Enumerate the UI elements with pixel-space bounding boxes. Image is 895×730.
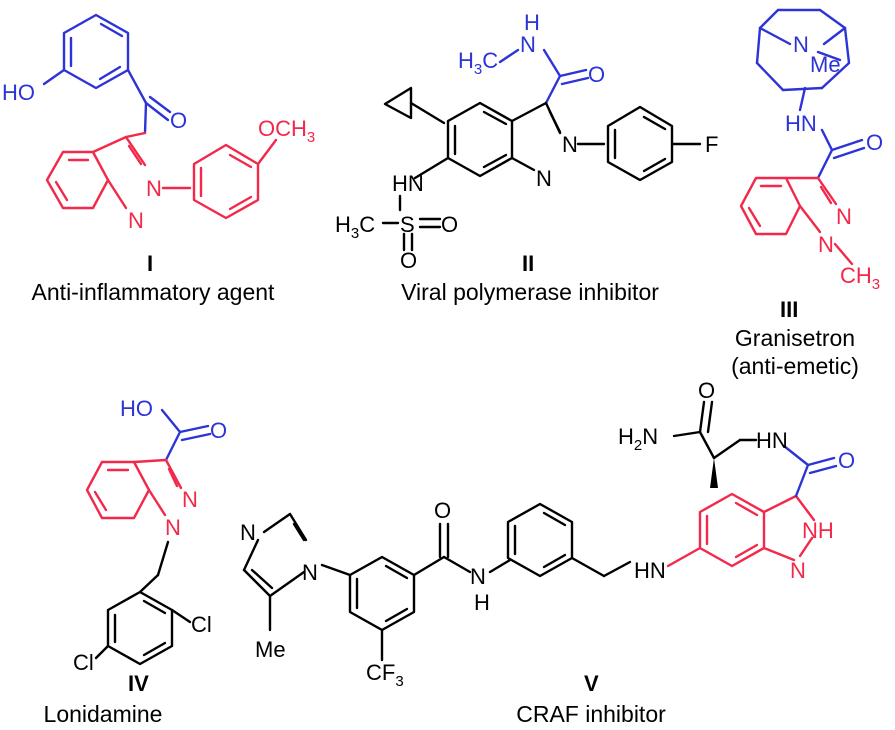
hydroxyl-label: HO <box>2 80 35 105</box>
indazole-core <box>45 131 192 210</box>
amide-oxygen-label: O <box>588 62 605 87</box>
compound-II: H3C N H O N N <box>335 10 718 305</box>
benzamide-ring <box>348 522 472 662</box>
caption-I: Anti-inflammatory agent <box>32 279 275 305</box>
caption-III-line2: (anti-emetic) <box>731 353 859 379</box>
indazole-n2-label-IV: N <box>182 487 198 512</box>
amide-nh-label-V: HN <box>756 428 788 453</box>
carboxamide-V <box>782 444 838 498</box>
sulfonamide-group <box>381 156 450 252</box>
indazole-n1-label: N <box>128 208 144 233</box>
methoxy-label: OCH3 <box>258 116 315 146</box>
indazole-n1-label-IV: N <box>165 515 181 540</box>
dichlorobenzyl <box>94 540 192 666</box>
compound-I: HO O N N OCH3 I Anti-inflammatory agent <box>2 13 315 305</box>
indazole-n2-label-III: N <box>836 204 852 229</box>
numeral-II: II <box>522 251 534 276</box>
sulfur-label: S <box>400 212 415 237</box>
methoxyphenyl-ring <box>192 138 278 220</box>
numeral-IV: IV <box>128 671 149 696</box>
cyclopropyl <box>383 86 446 125</box>
sulfonamide-nh-label: HN <box>392 171 424 196</box>
amide-h-label: H <box>524 10 540 35</box>
chloro-2-label: Cl <box>191 612 212 637</box>
n-methyl-label: Me <box>810 52 841 77</box>
hydroxyphenyl-ring <box>42 13 172 135</box>
benzylamine-nh-label: HN <box>634 558 666 583</box>
carboxamide-III <box>816 128 866 180</box>
amide-nh-label-III: HN <box>785 111 817 136</box>
amide-nh-label: N <box>520 32 536 57</box>
amide-oxygen-label-III: O <box>866 130 883 155</box>
indazole-n1-label-II: N <box>536 166 552 191</box>
primary-amide-label: H2N <box>618 424 658 454</box>
fluorine-label: F <box>705 132 718 157</box>
bridge-nitrogen-label: N <box>793 32 809 57</box>
indazole-core-V <box>666 492 816 568</box>
imidazole-n3-label: N <box>240 520 256 545</box>
carboxamide-group <box>498 48 590 105</box>
indazole-core-IV <box>85 458 183 520</box>
indazole-core-III <box>739 176 854 266</box>
fluorophenyl-ring <box>606 105 702 182</box>
benzamide-oxygen-label: O <box>434 498 451 523</box>
benzamide-h-label: H <box>474 590 490 615</box>
carboxyl-oxygen-label: O <box>210 418 227 443</box>
caption-II: Viral polymerase inhibitor <box>401 279 659 305</box>
carboxamide-oxygen-label-V: O <box>838 448 855 473</box>
caption-V: CRAF inhibitor <box>516 701 666 727</box>
sulfonyl-oxygen-2-label: O <box>400 248 417 273</box>
caption-III-line1: Granisetron <box>735 325 855 351</box>
trifluoromethyl-label: CF3 <box>366 660 404 690</box>
caption-IV: Lonidamine <box>44 701 163 727</box>
indazole-n-label-V: N <box>790 558 806 583</box>
aniline-ring <box>488 502 632 578</box>
indazole-core-II <box>446 101 606 178</box>
compound-V: N N Me CF3 O N H HN <box>240 378 855 727</box>
alaninamide <box>672 400 758 488</box>
compound-IV: HO O N N Cl Cl <box>44 396 228 727</box>
indazole-nh-label-V: NH <box>802 518 834 543</box>
imidazole-n1-label: N <box>302 560 318 585</box>
chloro-4-label: Cl <box>73 650 94 675</box>
numeral-V: V <box>584 671 599 696</box>
indazole-n2-label-II: N <box>562 132 578 157</box>
numeral-III: III <box>780 297 798 322</box>
indazole-n1-label-III: N <box>818 232 834 257</box>
indazole-n2-label: N <box>146 176 162 201</box>
imidazole-ring <box>242 512 352 632</box>
numeral-I: I <box>147 251 153 276</box>
sulfonyl-methyl-label: H3C <box>335 212 375 242</box>
carboxyl-ho-label: HO <box>120 396 153 421</box>
granatane-cage <box>755 8 851 112</box>
carbonyl-oxygen-label: O <box>170 108 187 133</box>
compound-III: N Me HN O N N CH3 III Granisetron (anti-… <box>731 8 883 379</box>
imidazole-methyl-label: Me <box>255 637 286 662</box>
carboxylic-acid <box>160 408 212 462</box>
n1-methyl-label: CH3 <box>840 263 880 293</box>
benzamide-n-label: N <box>470 564 486 589</box>
sulfonyl-oxygen-1-label: O <box>441 212 458 237</box>
methylamide-label: H3C <box>458 48 498 78</box>
alaninamide-oxygen-label: O <box>698 378 715 403</box>
